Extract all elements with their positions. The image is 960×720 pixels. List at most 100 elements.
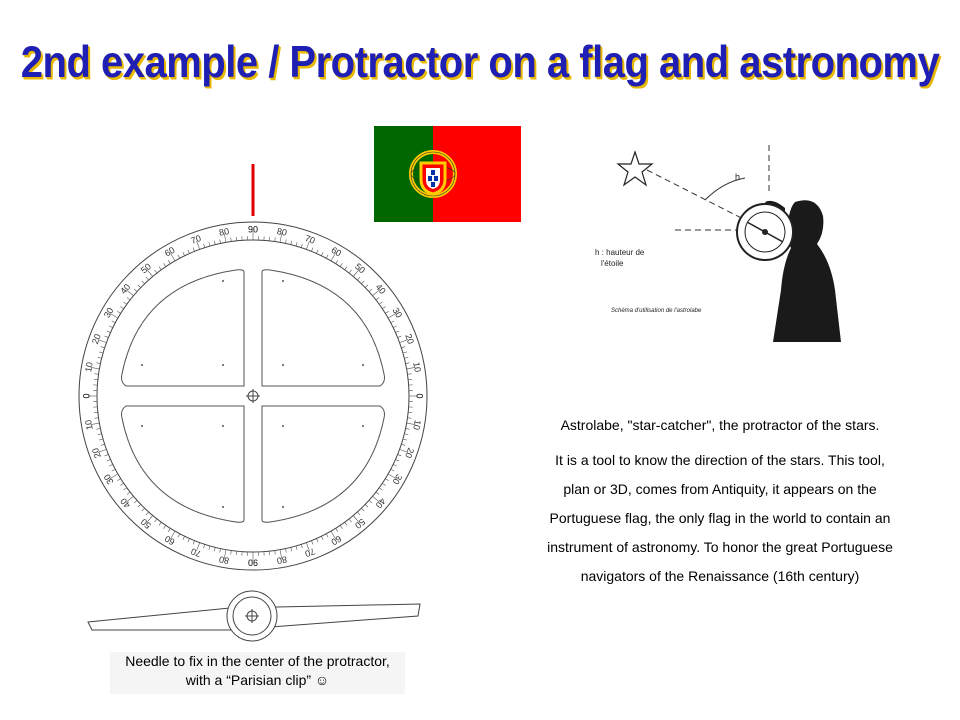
scale-tick bbox=[106, 459, 111, 462]
scale-tick bbox=[208, 242, 211, 247]
scale-tick bbox=[357, 276, 361, 281]
description-line: instrument of astronomy. To honor the gr… bbox=[547, 539, 893, 555]
scale-tick bbox=[321, 536, 324, 540]
scale-tick bbox=[387, 473, 397, 479]
scale-tick bbox=[375, 491, 380, 495]
scale-label: 70 bbox=[190, 546, 203, 559]
scale-tick bbox=[109, 313, 119, 319]
scale-label: 40 bbox=[118, 496, 132, 510]
scale-tick bbox=[137, 284, 141, 288]
scale-tick bbox=[300, 243, 303, 248]
scale-label: 90 bbox=[248, 558, 258, 568]
center-crosshair-icon bbox=[246, 389, 260, 403]
window-top-right bbox=[261, 269, 385, 387]
scale-tick bbox=[306, 240, 310, 250]
scale-tick bbox=[348, 518, 352, 523]
astrolabe-description: Astrolabe, "star-catcher", the protracto… bbox=[520, 412, 920, 591]
scale-tick bbox=[146, 269, 153, 277]
scale-label: 30 bbox=[391, 472, 405, 486]
scale-tick bbox=[348, 269, 352, 274]
scale-tick bbox=[182, 536, 185, 540]
scale-tick bbox=[158, 522, 162, 526]
scale-tick bbox=[339, 525, 343, 529]
scale-tick bbox=[170, 252, 176, 262]
scale-label: 40 bbox=[118, 282, 132, 296]
scale-label: 0 bbox=[415, 393, 425, 398]
scale-label: 10 bbox=[411, 419, 423, 431]
scale-tick bbox=[285, 548, 287, 553]
scale-tick bbox=[311, 540, 314, 545]
scale-label: 10 bbox=[83, 361, 95, 373]
scale-tick bbox=[99, 351, 104, 354]
scale-label: 70 bbox=[190, 233, 203, 246]
scale-tick bbox=[192, 247, 195, 252]
scale-label: 80 bbox=[276, 226, 288, 238]
scale-tick bbox=[335, 528, 339, 532]
description-heading: Astrolabe, "star-catcher", the protracto… bbox=[560, 417, 880, 433]
armillary-sphere-icon bbox=[409, 150, 457, 198]
scale-tick bbox=[96, 362, 101, 364]
scale-tick bbox=[285, 239, 287, 244]
scale-label: 50 bbox=[139, 261, 153, 275]
scale-tick bbox=[393, 325, 397, 328]
window-bottom-left bbox=[121, 405, 245, 523]
scale-tick bbox=[126, 289, 134, 296]
needle-diagram bbox=[87, 590, 421, 642]
scale-tick bbox=[361, 508, 365, 512]
scale-tick bbox=[104, 454, 109, 457]
scale-tick bbox=[395, 330, 400, 333]
scale-tick bbox=[182, 252, 185, 256]
astrolabe-usage-figure: h h : hauteur de l'étoile Schéma d'utili… bbox=[595, 145, 841, 342]
scale-tick bbox=[404, 356, 409, 359]
scale-label: 20 bbox=[90, 333, 103, 346]
scale-tick bbox=[100, 346, 105, 349]
scale-tick bbox=[219, 239, 221, 244]
scale-tick bbox=[97, 433, 102, 436]
protractor-windows bbox=[121, 269, 385, 523]
scale-tick bbox=[96, 428, 101, 430]
figure-caption: Schéma d'utilisation de l'astrolabe bbox=[611, 308, 702, 314]
scale-tick bbox=[385, 478, 389, 482]
scale-tick bbox=[126, 297, 131, 301]
scale-tick bbox=[109, 464, 113, 467]
scale-tick bbox=[230, 237, 232, 242]
scale-label: 60 bbox=[329, 534, 343, 548]
scale-tick bbox=[372, 496, 380, 503]
scale-tick bbox=[279, 549, 282, 559]
scale-tick bbox=[406, 367, 416, 370]
scale-tick bbox=[382, 306, 386, 310]
scale-label: 50 bbox=[353, 517, 367, 531]
scale-tick bbox=[404, 433, 409, 436]
scale-tick bbox=[295, 242, 298, 247]
scale-tick bbox=[120, 482, 124, 486]
scale-tick bbox=[196, 240, 200, 250]
scale-label: 30 bbox=[102, 472, 116, 486]
scale-tick bbox=[203, 544, 206, 549]
scale-tick bbox=[99, 438, 104, 441]
scale-tick bbox=[117, 310, 121, 314]
scale-tick bbox=[368, 288, 373, 292]
description-line: It is a tool to know the direction of th… bbox=[555, 452, 885, 468]
scale-tick bbox=[196, 542, 200, 552]
scale-tick bbox=[208, 545, 211, 550]
scale-tick bbox=[224, 549, 227, 559]
scale-tick bbox=[290, 547, 293, 552]
description-line: navigators of the Renaissance (16th cent… bbox=[580, 568, 860, 584]
scale-label: 80 bbox=[218, 226, 230, 238]
needle-caption: Needle to fix in the center of the protr… bbox=[110, 652, 405, 694]
scale-tick bbox=[379, 301, 383, 305]
scale-tick bbox=[405, 428, 410, 430]
scale-tick bbox=[126, 491, 131, 495]
scale-tick bbox=[230, 550, 232, 555]
legend-line1: h : hauteur de bbox=[595, 248, 645, 257]
scale-tick bbox=[397, 335, 402, 338]
scale-label: 20 bbox=[90, 447, 103, 460]
scale-tick bbox=[154, 269, 158, 274]
scale-label: 50 bbox=[353, 261, 367, 275]
scale-label: 60 bbox=[329, 245, 343, 259]
scale-tick bbox=[274, 550, 276, 555]
scale-tick bbox=[94, 373, 99, 375]
scale-tick bbox=[311, 247, 314, 252]
scale-tick bbox=[325, 254, 329, 259]
